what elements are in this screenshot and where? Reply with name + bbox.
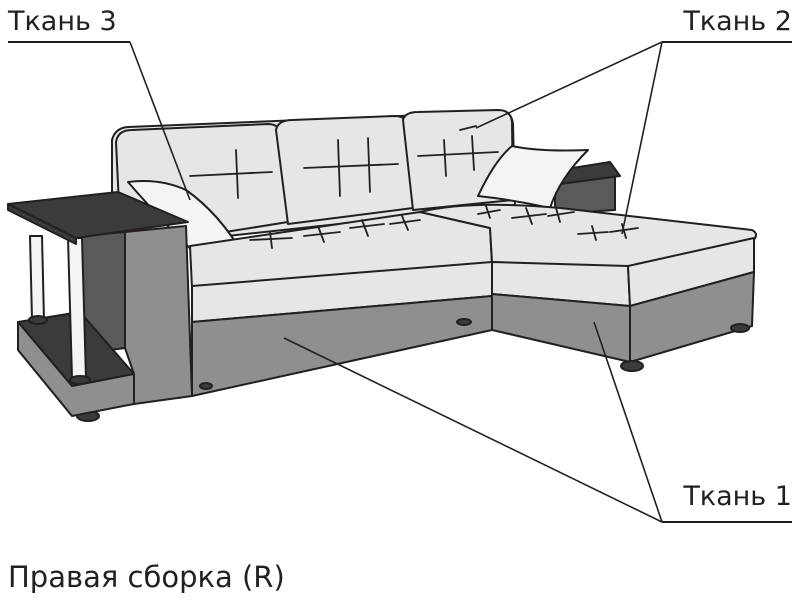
leader-fabric1 [283,337,663,523]
armrest-front [17,321,135,417]
label-underline [662,41,792,43]
foot [620,360,644,372]
leader-fabric3 [129,41,191,201]
label-fabric-1: Ткань 1 [683,481,792,512]
pillow-right [477,145,589,209]
label-fabric-3: Ткань 3 [8,6,117,37]
foot [199,382,213,390]
base-chaise-side [629,271,755,363]
leader-fabric1 [593,321,663,523]
leader-lines [129,41,663,523]
back-tufting [189,125,499,199]
base-chaise-front [491,293,631,363]
leader-fabric2 [475,41,663,129]
assembly-caption: Правая сборка (R) [8,560,285,594]
label-underline [8,41,130,43]
seat-tufting [249,205,639,249]
side-table-leg [29,235,45,321]
armrest-side [124,225,193,405]
foot [456,318,472,326]
label-underline [662,521,792,523]
foot [730,323,750,333]
back-cushion-middle [275,115,414,225]
side-table-leg [67,237,87,379]
side-table-top-edge [7,203,77,245]
label-fabric-2: Ткань 2 [683,6,792,37]
leader-fabric2 [621,41,663,235]
